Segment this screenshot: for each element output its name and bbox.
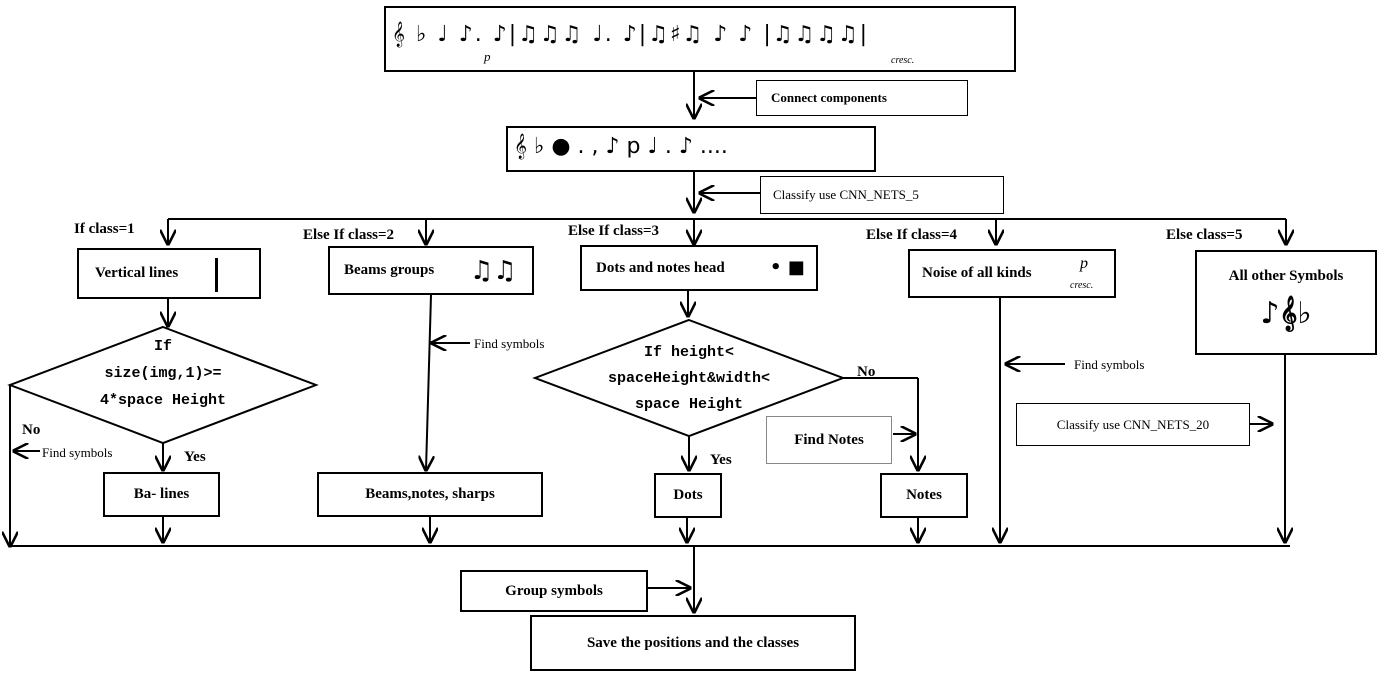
score-glyphs: 𝄞 ♭ ♩ ♪. ♪|♫♫♫ ♩. ♪|♫♯♫ ♪ ♪ |♫♫♫♫| [392,22,870,47]
ba-lines-label: Ba- lines [133,486,190,502]
notes-box: Notes [880,473,968,518]
beams-groups-label: Beams groups [344,262,435,278]
decision-size-line-3: 4*space Height [99,392,227,409]
condition-class-1: If class=1 [74,221,135,237]
no-label-1: No [22,422,41,438]
components-glyphs: 𝄞 ♭ ● . , ♪ p ♩ . ♪ .... [514,134,728,159]
cresc-mark: cresc. [891,55,915,66]
decision-height-line-2: spaceHeight&width< [607,370,771,387]
components-strip: 𝄞 ♭ ● . , ♪ p ♩ . ♪ .... [506,126,876,172]
decision-size-line-2: size(img,1)>= [104,365,222,382]
connect-components-label: Connect components [771,90,887,105]
other-symbols-label: All other Symbols [1228,268,1344,284]
vertical-lines-label: Vertical lines [95,265,179,281]
dots-icon: • ■ [770,257,805,278]
group-symbols-box: Group symbols [460,570,648,612]
find-notes-box: Find Notes [766,416,892,464]
dots-heads-box: Dots and notes head • ■ [580,245,818,291]
find-symbols-4: Find symbols [1074,357,1145,372]
dots-label: Dots [673,487,703,503]
beams-icon: ♫♫ [470,256,517,286]
condition-class-4: Else If class=4 [866,227,958,243]
condition-class-3: Else If class=3 [568,223,660,239]
connect-components-step: Connect components [756,80,968,116]
classify-cnn5-label: Classify use CNN_NETS_5 [773,187,919,202]
decision-height-text: If height< spaceHeight&width< space Heig… [574,342,804,416]
other-symbols-icon: ♪𝄞♭ [1260,296,1312,331]
dots-box: Dots [654,473,722,518]
find-symbols-2: Find symbols [474,336,545,351]
dynamic-mark: p [484,49,491,64]
other-symbols-box: All other Symbols ♪𝄞♭ [1195,250,1377,355]
classify-cnn5-step: Classify use CNN_NETS_5 [760,176,1004,214]
noise-cresc-mark: cresc. [1070,280,1094,291]
beams-notes-sharps-box: Beams,notes, sharps [317,472,543,517]
group-symbols-label: Group symbols [505,582,603,599]
decision-height-line-1: If height< [643,344,734,361]
decision-height-line-3: space Height [634,396,744,413]
notes-label: Notes [906,487,942,503]
find-symbols-1: Find symbols [42,445,113,460]
connector [426,294,431,470]
condition-class-5: Else class=5 [1166,227,1243,243]
decision-size-line-1: If [153,338,172,355]
yes-label-3: Yes [710,452,732,468]
decision-size-text: If size(img,1)>= 4*space Height [60,336,266,412]
classify-cnn20-label: Classify use CNN_NETS_20 [1056,416,1210,432]
noise-dynamic-mark: p [1080,255,1088,272]
vertical-line-icon [215,258,218,292]
save-positions-box: Save the positions and the classes [530,615,856,671]
beams-notes-sharps-label: Beams,notes, sharps [365,486,495,502]
save-positions-label: Save the positions and the classes [586,634,800,651]
condition-class-2: Else If class=2 [303,227,395,243]
no-label-3: No [857,364,876,380]
noise-label: Noise of all kinds [922,265,1032,281]
find-notes-label: Find Notes [794,431,864,448]
yes-label-1: Yes [184,449,206,465]
beams-groups-box: Beams groups ♫♫ [328,246,534,295]
ba-lines-box: Ba- lines [103,472,220,517]
vertical-lines-box: Vertical lines [77,248,261,299]
classify-cnn20-step: Classify use CNN_NETS_20 [1016,403,1250,446]
dots-heads-label: Dots and notes head [596,259,725,276]
noise-box: Noise of all kinds p cresc. [908,249,1116,298]
score-strip-input: 𝄞 ♭ ♩ ♪. ♪|♫♫♫ ♩. ♪|♫♯♫ ♪ ♪ |♫♫♫♫| p cre… [384,6,1016,72]
